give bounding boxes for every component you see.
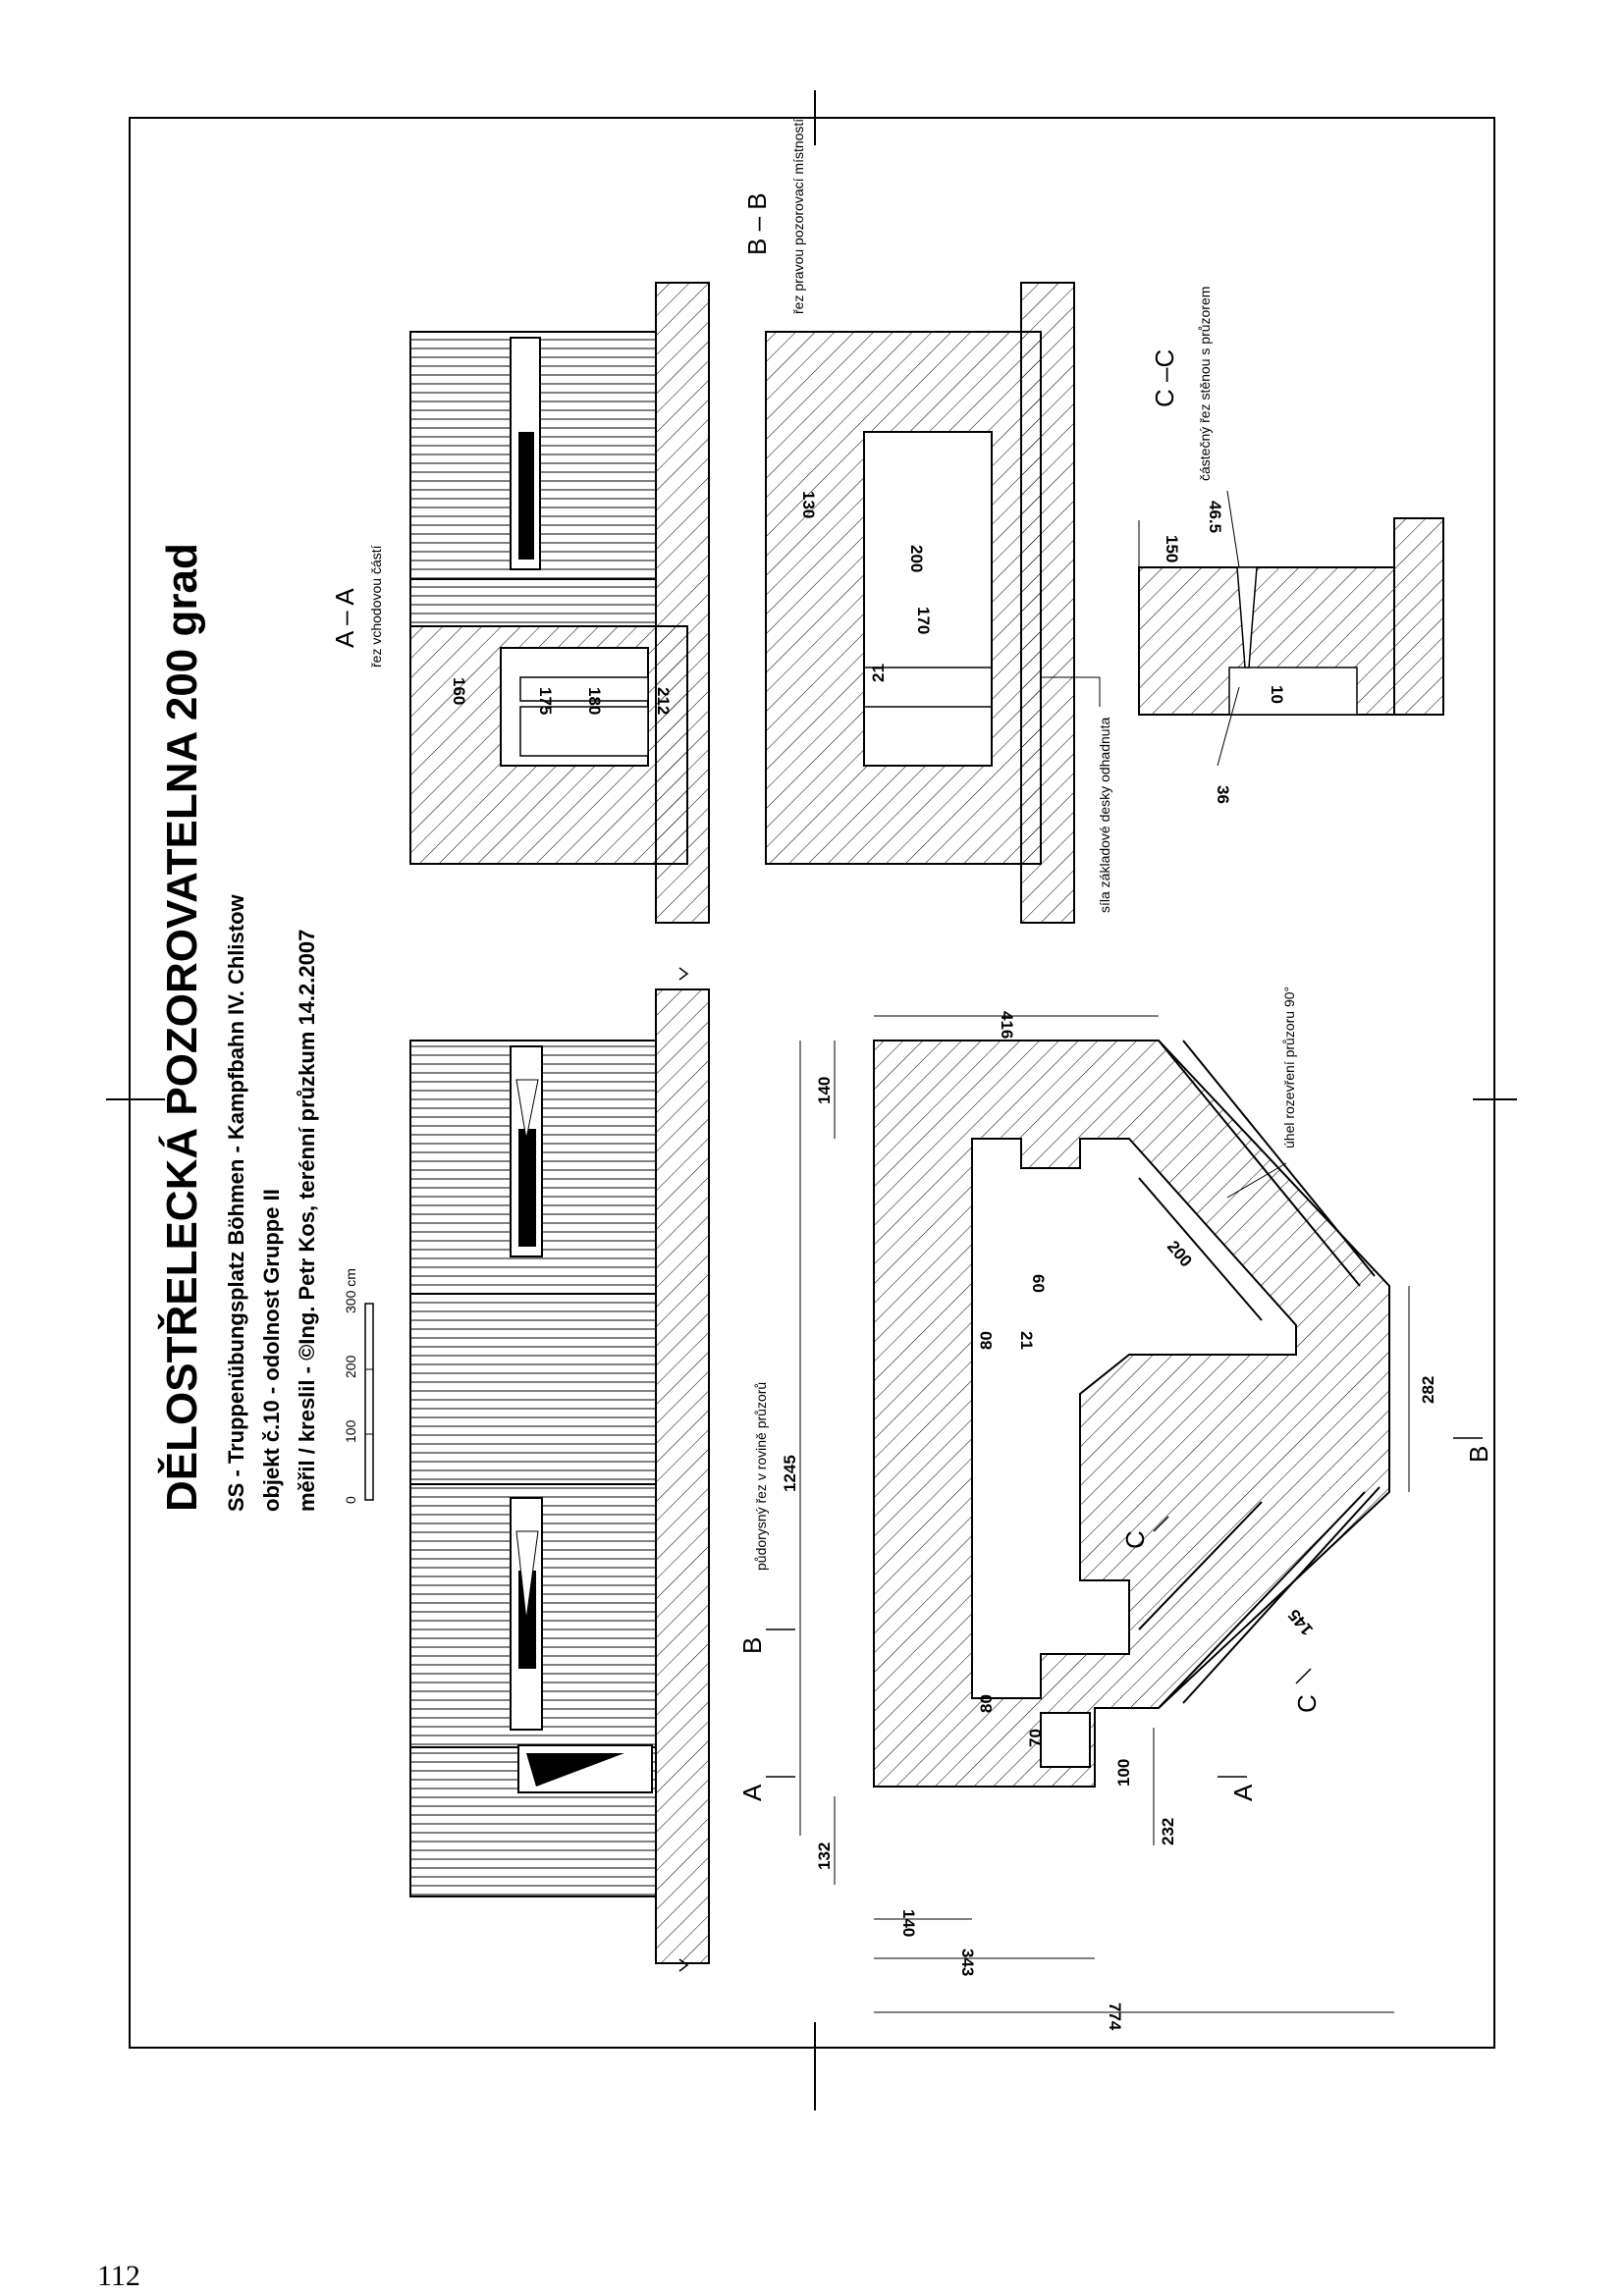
front-elevation [409, 967, 710, 1972]
section-aa: A – A řez vchodovou částí 160 175 180 21… [330, 282, 710, 924]
embrasure-upper [510, 1045, 543, 1257]
bb-dim-200: 200 [907, 545, 926, 572]
plan-concrete [873, 1040, 1390, 1788]
bb-dim-130: 130 [799, 491, 818, 518]
dim-140-top: 140 [815, 1077, 834, 1104]
cc-dim-46: 46.5 [1206, 501, 1224, 533]
embrasure-lower [510, 1497, 543, 1731]
marker-a-right: A [1228, 1784, 1258, 1801]
scale-tick-100: 100 [343, 1419, 358, 1443]
dim-232: 232 [1159, 1818, 1177, 1845]
plan-caption: půdorysný řez v rovině průzorů [753, 1382, 769, 1571]
section-markers [766, 1437, 1483, 1778]
scale-bar: 0 100 200 300 cm [343, 1268, 374, 1504]
marker-b-left: B [737, 1637, 767, 1654]
aa-dim-175: 175 [536, 687, 555, 715]
aa-label: A – A [330, 588, 359, 648]
cc-label: C –C [1150, 349, 1179, 407]
cc-dim-10: 10 [1268, 685, 1286, 704]
marker-b-right: B [1464, 1446, 1493, 1463]
bb-dim-170: 170 [914, 607, 933, 634]
aa-dim-160: 160 [450, 677, 468, 705]
marker-c-lower: C [1292, 1694, 1322, 1713]
title-line1: SS - Truppenübungsplatz Böhmen - Kampfba… [224, 893, 248, 1512]
cc-dim-150: 150 [1163, 535, 1181, 562]
dim-145: 145 [1284, 1606, 1317, 1639]
title-block: DĚLOSTŘELECKÁ POZOROVATELNA 200 grad SS … [157, 543, 319, 1512]
sheet-border [129, 117, 1495, 2049]
embrasure-throats [1138, 1040, 1380, 1709]
title-main: DĚLOSTŘELECKÁ POZOROVATELNA 200 grad [157, 543, 206, 1512]
dim-21: 21 [1017, 1331, 1036, 1350]
scale-tick-300: 300 cm [343, 1268, 358, 1313]
dim-60: 60 [1029, 1274, 1048, 1293]
aa-caption: řez vchodovou částí [368, 545, 384, 667]
marker-c-upper: C [1120, 1530, 1150, 1549]
aa-dim-212: 212 [654, 687, 673, 715]
dim-774: 774 [1106, 2002, 1124, 2031]
dim-140-bottom: 140 [899, 1909, 918, 1937]
plan-entrance [1040, 1712, 1091, 1768]
registration-marks [106, 90, 1517, 2110]
entrance-door [517, 1744, 653, 1793]
section-bb: B – B řez pravou pozorovací místností 13… [742, 119, 1112, 924]
bb-caption: řez pravou pozorovací místností [790, 119, 806, 314]
cc-ground [1393, 517, 1444, 716]
cc-caption: částečný řez stěnou s průzorem [1197, 287, 1213, 481]
dim-80-top: 80 [977, 1331, 996, 1350]
marker-a-left: A [737, 1784, 767, 1801]
cc-embrasure-slot [1228, 667, 1358, 716]
dim-80-bottom: 80 [977, 1694, 996, 1713]
dim-200: 200 [1164, 1237, 1196, 1270]
dim-132: 132 [815, 1842, 834, 1870]
title-line3: měřil / kreslil - ©Ing. Petr Kos, terénn… [295, 930, 319, 1512]
scale-tick-0: 0 [343, 1496, 358, 1504]
bb-concrete [765, 331, 1042, 865]
aa-concrete [409, 625, 688, 865]
dim-416: 416 [998, 1011, 1016, 1039]
plan-dimension-lines [799, 1015, 1410, 2013]
dim-282: 282 [1419, 1376, 1437, 1404]
cc-dim-36: 36 [1214, 785, 1232, 804]
page-number: 112 [97, 2260, 140, 2292]
dim-1245: 1245 [781, 1455, 799, 1492]
section-cc: C –C částečný řez stěnou s průzorem 150 … [1138, 287, 1444, 804]
cc-embrasure-throat [1236, 566, 1258, 668]
aa-embrasure [510, 337, 541, 570]
angle-note: úhel rozevření průzoru 90° [1281, 987, 1297, 1148]
scale-tick-200: 200 [343, 1355, 358, 1378]
bb-dim-21: 21 [869, 664, 888, 682]
dim-100: 100 [1114, 1759, 1133, 1787]
bb-note: síla základové desky odhadnuta [1097, 718, 1112, 913]
elevation-ground [655, 988, 710, 1964]
dim-343: 343 [958, 1949, 977, 1976]
aa-dim-180: 180 [585, 687, 604, 715]
dim-70: 70 [1026, 1729, 1045, 1747]
title-line2: objekt č.10 - odolnost Gruppe II [259, 1189, 284, 1512]
plan-view: půdorysný řez v rovině průzorů 1245 416 … [737, 987, 1493, 2031]
bb-label: B – B [742, 192, 772, 255]
